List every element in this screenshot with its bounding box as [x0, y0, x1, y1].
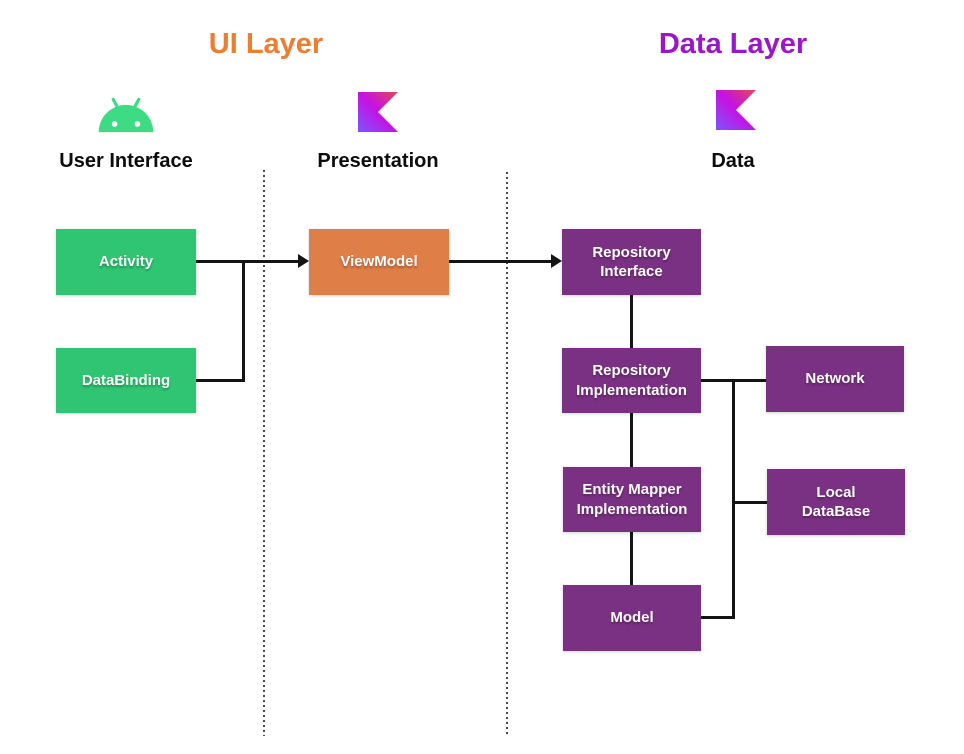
connector-databinding: [196, 379, 245, 382]
connector-repoimpl-entitymapper: [630, 412, 633, 467]
node-model: Model: [563, 585, 701, 651]
kotlin-icon: [716, 90, 756, 130]
connector-databinding-junction: [242, 260, 245, 382]
column-label-data: Data: [711, 150, 755, 172]
connector-model-trunk: [701, 616, 735, 619]
node-local-database: Local DataBase: [767, 469, 905, 535]
node-entity-mapper-implementation: Entity Mapper Implementation: [563, 467, 701, 532]
android-icon: [98, 97, 154, 133]
connector-viewmodel-repository: [449, 260, 552, 263]
column-separator: [506, 172, 508, 736]
arrowhead-icon: [298, 254, 309, 268]
connector-activity-viewmodel: [196, 260, 299, 263]
column-separator: [263, 170, 265, 736]
connector-entitymapper-model: [630, 532, 633, 585]
column-label-user-interface: User Interface: [59, 150, 193, 172]
node-repository-interface: Repository Interface: [562, 229, 701, 295]
connector-trunk-vertical: [732, 379, 735, 619]
node-repository-implementation: Repository Implementation: [562, 348, 701, 413]
arrowhead-icon: [551, 254, 562, 268]
node-viewmodel: ViewModel: [309, 229, 449, 295]
node-network: Network: [766, 346, 904, 412]
node-activity: Activity: [56, 229, 196, 295]
ui-layer-title: UI Layer: [208, 28, 324, 60]
kotlin-icon: [358, 92, 398, 132]
data-layer-title: Data Layer: [658, 28, 808, 60]
connector-trunk-localdatabase: [732, 501, 767, 504]
connector-repointerface-repoimpl: [630, 295, 633, 348]
node-databinding: DataBinding: [56, 348, 196, 413]
column-label-presentation: Presentation: [317, 150, 439, 172]
